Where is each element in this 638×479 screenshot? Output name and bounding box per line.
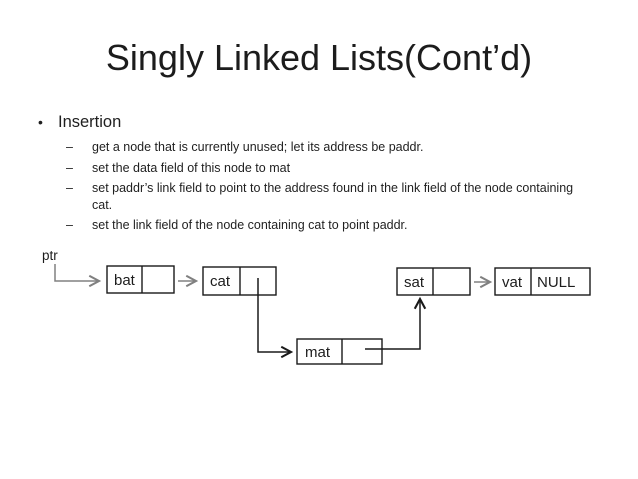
ptr-arrow <box>54 264 102 288</box>
node-vat: vat NULL <box>494 267 591 296</box>
linked-list-diagram: ptr bat cat mat sat vat NULL <box>42 248 591 365</box>
bullet-label: Insertion <box>58 113 122 131</box>
node-cat-data: cat <box>210 273 231 290</box>
dash-marker: – <box>66 181 73 195</box>
slide-title: Singly Linked Lists(Cont’d) <box>105 37 533 78</box>
node-cat: cat <box>202 266 277 296</box>
bullet-marker: • <box>38 114 43 130</box>
sub-bullet-item: – set the data field of this node to mat <box>66 160 586 177</box>
node-sat-data: sat <box>404 274 425 291</box>
sub-bullet-text: set paddr’s link field to point to the a… <box>92 181 574 212</box>
sub-bullet-list: – get a node that is currently unused; l… <box>66 139 586 238</box>
node-vat-data: vat <box>502 274 523 291</box>
node-mat-data: mat <box>305 344 331 361</box>
sub-bullet-item: – set the link field of the node contain… <box>66 217 586 234</box>
arrow-cat-to-mat <box>257 278 294 359</box>
node-mat: mat <box>296 338 383 365</box>
dash-marker: – <box>66 160 73 175</box>
sub-bullet-text: set the data field of this node to mat <box>92 160 291 175</box>
node-vat-null-value: NULL <box>537 274 575 291</box>
dash-marker: – <box>66 218 73 232</box>
node-bat: bat <box>106 265 175 294</box>
sub-bullet-text: set the link field of the node containin… <box>92 218 408 232</box>
sub-bullet-item: – set paddr’s link field to point to the… <box>66 180 586 213</box>
dash-marker: – <box>66 140 73 154</box>
ptr-label: ptr <box>42 248 58 263</box>
arrow-mat-to-sat <box>365 296 427 350</box>
bullet-insertion: • Insertion <box>38 113 121 132</box>
node-bat-data: bat <box>114 272 136 289</box>
sub-bullet-text: get a node that is currently unused; let… <box>92 140 424 154</box>
sub-bullet-item: – get a node that is currently unused; l… <box>66 139 586 156</box>
node-sat: sat <box>396 267 471 296</box>
